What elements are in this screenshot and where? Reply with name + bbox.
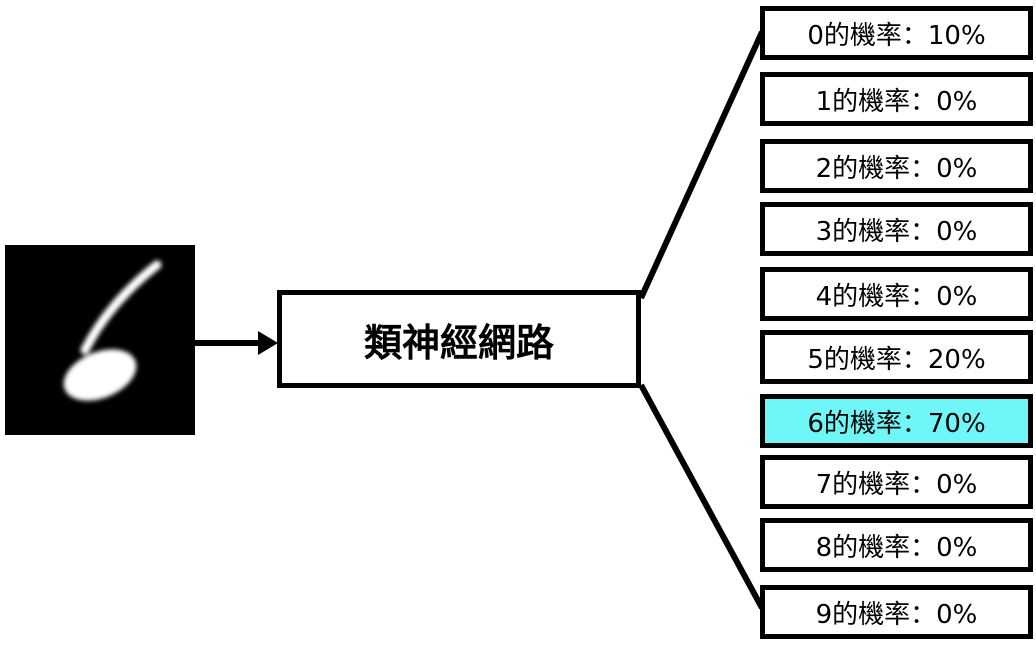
probability-box-1: 1的機率：0% <box>760 72 1033 126</box>
arrow-head-icon <box>258 331 278 355</box>
digit-six-drawing <box>63 260 162 401</box>
input-digit-image <box>5 245 195 435</box>
probability-box-8: 8的機率：0% <box>760 518 1033 572</box>
probability-box-7: 7的機率：0% <box>760 455 1033 509</box>
probability-box-3: 3的機率：0% <box>760 202 1033 256</box>
neural-network-box: 類神經網路 <box>277 290 641 388</box>
probability-box-9: 9的機率：0% <box>760 585 1033 639</box>
fan-line-bottom <box>638 383 765 610</box>
probability-box-5: 5的機率：20% <box>760 330 1033 384</box>
fan-line-top <box>638 30 765 300</box>
probability-box-4: 4的機率：0% <box>760 267 1033 321</box>
probability-box-6: 6的機率：70% <box>760 394 1033 448</box>
probability-box-2: 2的機率：0% <box>760 139 1033 193</box>
probability-box-0: 0的機率：10% <box>760 6 1033 60</box>
